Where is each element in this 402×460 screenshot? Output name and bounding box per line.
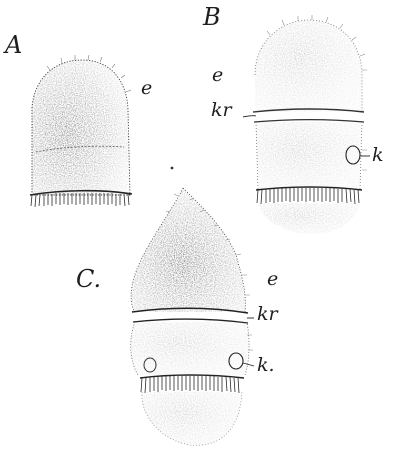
- panel-c-label-e: e: [267, 270, 278, 289]
- stray-dot: [171, 167, 174, 170]
- panel-b-label-kr: kr: [211, 101, 232, 120]
- panel-label-c: C.: [76, 267, 101, 291]
- panel-b-label-e: e: [212, 66, 223, 85]
- panel-label-a: A: [5, 33, 22, 57]
- panel-b-cilia: [257, 188, 359, 204]
- panel-c-body: [131, 188, 253, 445]
- panel-a-body: [30, 55, 132, 207]
- panel-c-cilia: [141, 376, 239, 393]
- panel-a-label-e: e: [141, 79, 152, 98]
- panel-b-body: [253, 15, 367, 234]
- leader-b-kr: [243, 116, 256, 117]
- panel-c-label-kr: kr: [257, 305, 278, 324]
- panel-b-label-k: k: [372, 146, 384, 165]
- panel-c-label-k: k.: [257, 356, 275, 375]
- panel-label-b: B: [203, 5, 221, 29]
